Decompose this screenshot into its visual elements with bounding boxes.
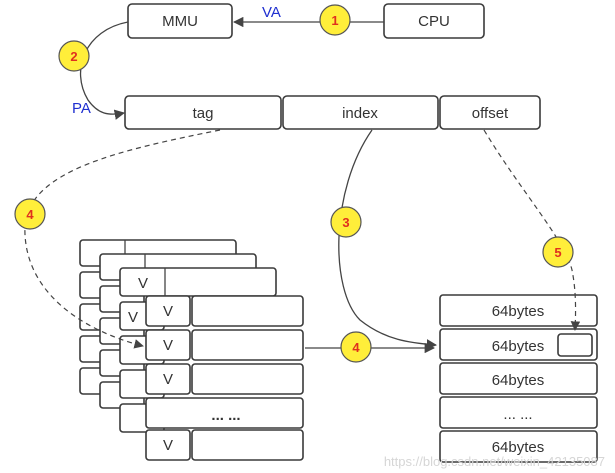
ways-ellipsis: ... ... <box>211 407 240 424</box>
mmu-box: MMU <box>127 3 233 39</box>
watermark-text: https://blog.csdn.net/weixin_42135087 <box>384 454 605 469</box>
data-line-5: 64bytes <box>492 439 545 456</box>
svg-text:1: 1 <box>331 13 338 28</box>
va-label: VA <box>262 4 281 21</box>
step-badge-4-data: 4 <box>340 331 372 363</box>
mmu-label: MMU <box>162 13 198 30</box>
byte-selector-box <box>557 333 593 357</box>
way-row: V <box>145 429 304 461</box>
data-line-3: 64bytes <box>492 372 545 389</box>
valid-bit: V <box>163 371 173 388</box>
cache-way-1: V V V ... ... V <box>145 295 304 461</box>
valid-bit: V <box>163 337 173 354</box>
way-row-selected: V <box>145 329 304 361</box>
data-line-2: 64bytes <box>492 338 545 355</box>
offset-field: offset <box>439 95 541 130</box>
svg-text:2: 2 <box>70 49 77 64</box>
cache-line-data: 64bytes 64bytes 64bytes ... ... 64bytes <box>439 294 598 463</box>
physical-address: tag index offset <box>124 95 541 130</box>
cpu-label: CPU <box>418 13 450 30</box>
svg-text:4: 4 <box>352 340 360 355</box>
step-badge-5: 5 <box>542 236 574 268</box>
data-line-1: 64bytes <box>492 303 545 320</box>
way-row: V <box>145 363 304 395</box>
offset-label: offset <box>472 105 509 122</box>
index-field: index <box>282 95 439 130</box>
step-badge-4-tag: 4 <box>14 198 46 230</box>
valid-bit: V <box>163 303 173 320</box>
way-row-ellipsis: ... ... <box>145 397 304 429</box>
step-badge-3: 3 <box>330 206 362 238</box>
pa-label: PA <box>72 100 91 117</box>
svg-text:3: 3 <box>342 215 349 230</box>
svg-text:5: 5 <box>554 245 561 260</box>
tag-field: tag <box>124 95 282 130</box>
index-label: index <box>342 105 378 122</box>
tag-label: tag <box>193 105 214 122</box>
mmu-to-address-arrow <box>79 21 129 120</box>
data-line-ellipsis: ... ... <box>503 406 532 423</box>
step-badge-1: 1 <box>319 4 351 36</box>
valid-bit: V <box>163 437 173 454</box>
index-to-set-arrow <box>338 129 438 350</box>
way2-valid-bit: V <box>138 275 148 292</box>
way-row: V <box>145 295 304 327</box>
svg-text:4: 4 <box>26 207 34 222</box>
way2-valid-bit-2: V <box>128 309 138 326</box>
cpu-box: CPU <box>383 3 485 39</box>
step-badge-2: 2 <box>58 40 90 72</box>
